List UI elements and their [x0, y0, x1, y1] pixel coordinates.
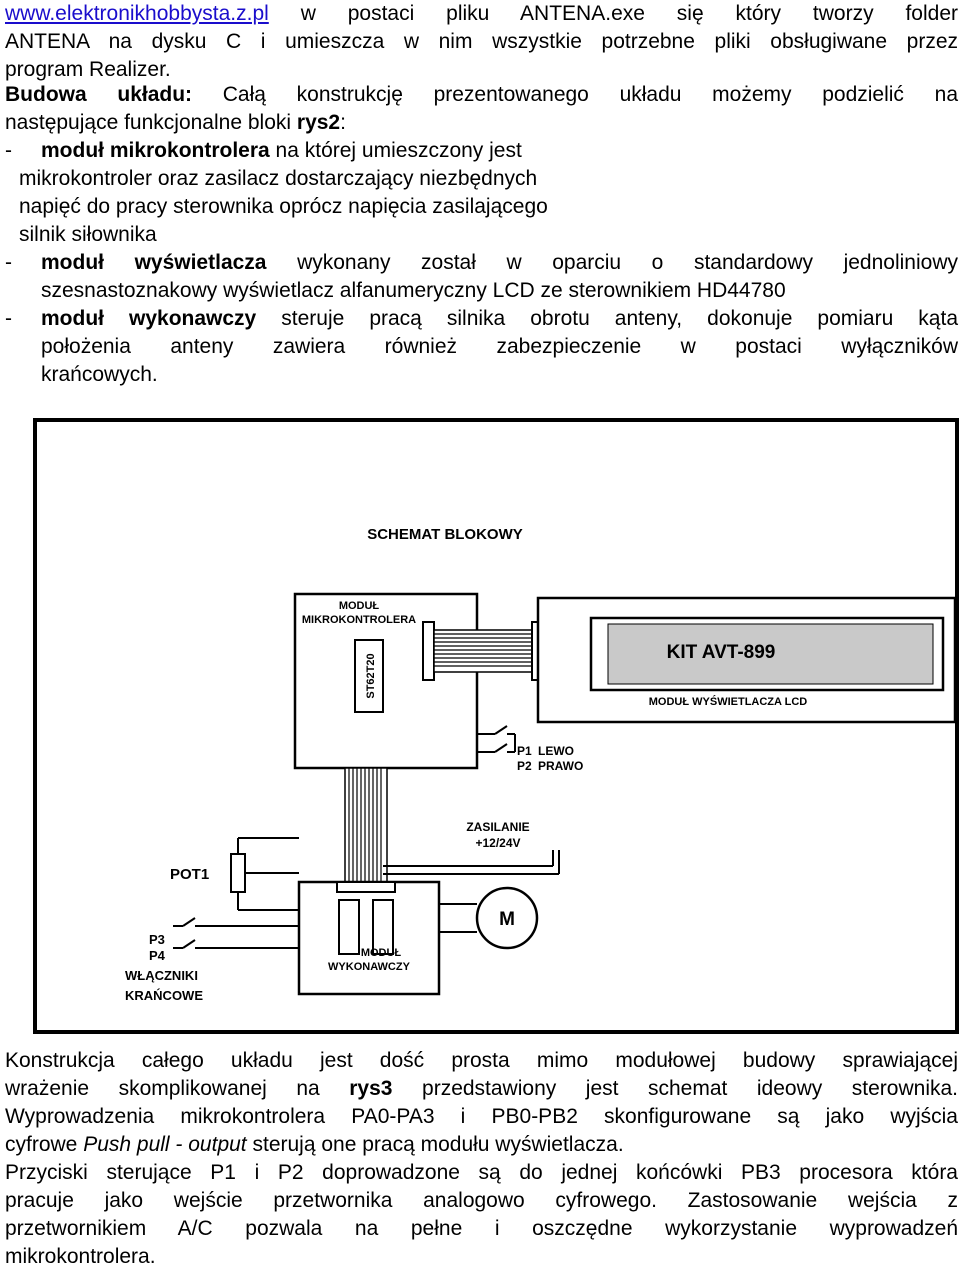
mcu-chip: [354, 639, 384, 713]
p4-label: P4: [149, 948, 166, 963]
block-diagram: SCHEMAT BLOKOWY MODUŁ MIKROKONTROLERA ST…: [33, 418, 959, 1034]
list-item-cont: mikrokontroler oraz zasilacz dostarczają…: [19, 167, 538, 190]
lcd-text: KIT AVT-899: [667, 642, 776, 663]
list-item: -moduł wykonawczy steruje pracą silnika …: [5, 307, 958, 330]
intro-line-3: program Realizer.: [5, 58, 171, 81]
description-paragraph-1: Konstrukcja całego układu jest dość pros…: [5, 1047, 958, 1159]
figure-ref-rys2: rys2: [296, 111, 341, 134]
p2-label: P2: [517, 759, 532, 773]
pot-symbol: [230, 853, 246, 893]
desc-line: Wyprowadzenia mikrokontrolera PA0-PA3 i …: [5, 1105, 958, 1128]
lcd-label: MODUŁ WYŚWIETLACZA LCD: [649, 695, 808, 708]
p2-name: PRAWO: [538, 759, 583, 773]
p1-name: LEWO: [538, 744, 574, 758]
exec-label-2: WYKONAWCZY: [328, 961, 411, 973]
list-item-cont: szesnastoznakowy wyświetlacz alfanumeryc…: [41, 279, 786, 302]
exec-relay-2: [372, 899, 394, 955]
mcu-label-1: MODUŁ: [339, 600, 380, 612]
desc-line: cyfrowe Push pull - output sterują one p…: [5, 1133, 624, 1156]
intro-line-1: www.elektronikhobbysta.z.pl w postaci pl…: [5, 2, 958, 25]
lcd-glass: [607, 623, 934, 685]
p1-label: P1: [517, 744, 532, 758]
list-item: -moduł mikrokontrolera na której umieszc…: [5, 139, 522, 162]
exec-relay-1: [338, 899, 360, 955]
desc-line: wrażenie skomplikowanej na rys3 przedsta…: [5, 1077, 958, 1100]
motor-label: M: [499, 909, 515, 930]
desc-line: pracuje jako wejście przetwornika analog…: [5, 1189, 958, 1212]
figure-ref-rys3: rys3: [349, 1077, 393, 1100]
intro-paragraph: www.elektronikhobbysta.z.pl w postaci pl…: [5, 0, 958, 84]
p3-label: P3: [149, 932, 165, 947]
list-item-cont: silnik siłownika: [19, 223, 157, 246]
mcu-connector: [422, 621, 435, 681]
mcu-module-box: [293, 592, 479, 770]
pot-wires: [237, 837, 299, 911]
desc-line: Przyciski sterujące P1 i P2 doprowadzone…: [5, 1161, 958, 1184]
buttons-p1-p2: [477, 725, 516, 753]
diagram-title: SCHEMAT BLOKOWY: [367, 526, 523, 543]
desc-line: mikrokontrolera.: [5, 1245, 156, 1268]
desc-line: przetwornikiem A/C pozwala na pełne i os…: [5, 1217, 958, 1240]
mcu-chip-label: ST62T20: [365, 653, 377, 698]
intro-line-2: ANTENA na dysku C i umieszcza w nim wszy…: [5, 30, 958, 53]
exec-label-1: MODUŁ: [361, 947, 402, 959]
motor-circle: [475, 886, 539, 950]
list-item-cont: napięć do pracy sterownika oprócz napięc…: [19, 195, 548, 218]
switches-label-2: KRAŃCOWE: [125, 988, 203, 1003]
pot-label: POT1: [170, 866, 209, 883]
exec-module-box: [297, 880, 441, 996]
list-item: -moduł wyświetlacza wykonany został w op…: [5, 251, 958, 274]
structure-line-1: Budowa układu: Całą konstrukcję prezento…: [5, 83, 958, 106]
exec-connector: [336, 881, 396, 893]
description-paragraph-2: Przyciski sterujące P1 i P2 doprowadzone…: [5, 1159, 958, 1271]
list-item-cont: krańcowych.: [41, 363, 158, 386]
motor-wires: [439, 903, 477, 933]
switches-label-1: WŁĄCZNIKI: [125, 968, 198, 983]
power-label-1: ZASILANIE: [466, 820, 529, 834]
power-label-2: +12/24V: [475, 836, 520, 850]
desc-line: Konstrukcja całego układu jest dość pros…: [5, 1049, 958, 1072]
structure-heading: Budowa układu:: [5, 83, 193, 106]
website-link[interactable]: www.elektronikhobbysta.z.pl: [5, 2, 269, 25]
structure-line-2: następujące funkcjonalne bloki rys2:: [5, 111, 346, 134]
list-item-cont: położenia anteny zawiera również zabezpi…: [41, 335, 958, 358]
structure-paragraph: Budowa układu: Całą konstrukcję prezento…: [5, 81, 958, 389]
power-lines: [383, 850, 560, 875]
limit-switches: [173, 917, 299, 949]
mcu-label-2: MIKROKONTROLERA: [302, 614, 416, 626]
